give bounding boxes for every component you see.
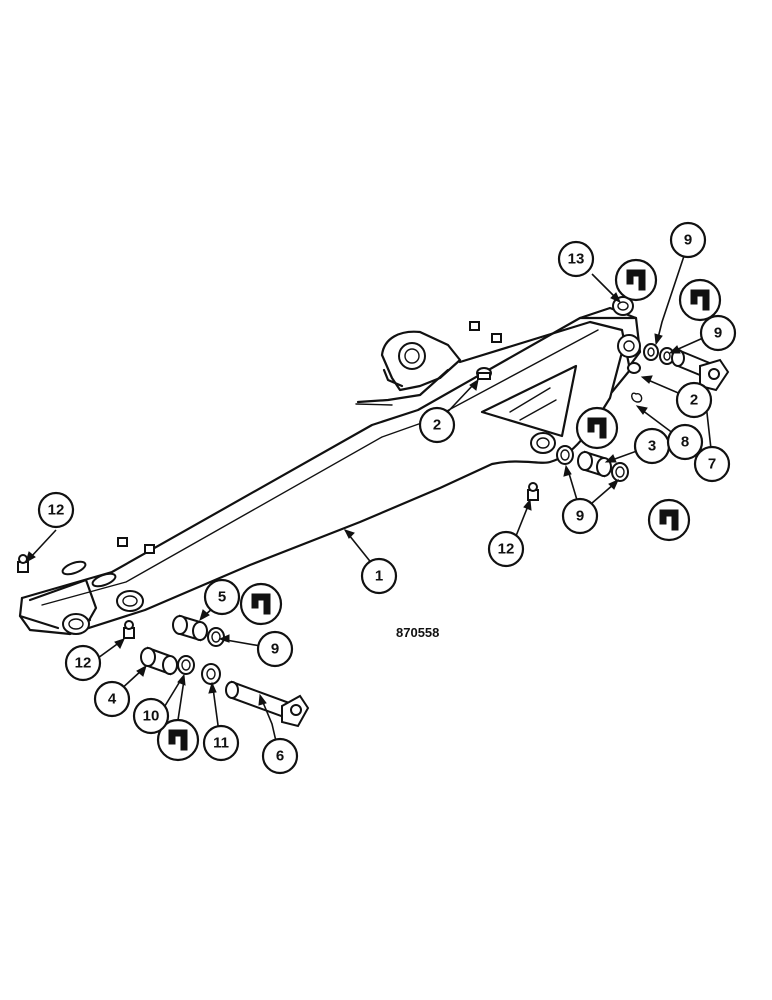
washer-front-11 <box>201 663 221 685</box>
grease-fitting-upper-rear <box>627 362 641 374</box>
bushing-front-5 <box>172 614 208 642</box>
seal-symbols <box>156 258 722 762</box>
parts <box>17 296 730 728</box>
boom-body <box>18 306 642 636</box>
upper-rear-bore <box>617 334 641 358</box>
bushing-front-4 <box>140 646 178 676</box>
callout-8: 8 <box>666 423 704 461</box>
callout-label: 5 <box>218 589 226 606</box>
callout-2: 2 <box>675 381 713 419</box>
callout-label: 2 <box>433 417 441 434</box>
callout-label: 11 <box>213 735 229 752</box>
callout-label: 12 <box>498 541 515 558</box>
grease-fitting-bracket <box>476 367 492 380</box>
callout-9: 9 <box>256 630 294 668</box>
callout-label: 6 <box>276 748 284 765</box>
callout-label: 4 <box>108 691 117 708</box>
front-pin-bore <box>62 613 90 635</box>
callout-11: 11 <box>202 724 240 762</box>
grease-fitting-rear <box>527 482 539 501</box>
seal-symbol-icon <box>678 278 722 322</box>
leader-lines <box>25 243 713 751</box>
shim-rear-foot-right <box>611 462 629 482</box>
callout-12: 12 <box>487 530 525 568</box>
seal-symbol-icon <box>647 498 691 542</box>
shim-front-9 <box>207 627 225 647</box>
callout-label: 9 <box>576 508 584 525</box>
rear-foot-bore <box>530 432 556 454</box>
callout-4: 4 <box>93 680 131 718</box>
pin-front <box>225 680 310 728</box>
callout-label: 12 <box>75 655 92 672</box>
callout-9: 9 <box>699 314 737 352</box>
callout-label: 1 <box>375 568 383 585</box>
callout-9: 9 <box>561 497 599 535</box>
shim-front-10 <box>177 655 195 675</box>
grease-fitting-front-left <box>17 554 29 573</box>
callout-1: 1 <box>360 557 398 595</box>
pin-upper-rear <box>671 348 730 392</box>
seal-symbol-icon <box>614 258 658 302</box>
callout-6: 6 <box>261 737 299 775</box>
callout-label: 9 <box>684 232 692 249</box>
seal-symbol-icon <box>239 582 283 626</box>
callout-12: 12 <box>64 644 102 682</box>
retaining-clip <box>631 392 643 403</box>
seal-symbol-icon <box>575 406 619 450</box>
callout-2: 2 <box>418 406 456 444</box>
callout-label: 3 <box>648 438 656 455</box>
callout-label: 10 <box>143 708 160 725</box>
callout-label: 7 <box>708 456 716 473</box>
callout-9: 9 <box>669 221 707 259</box>
callout-label: 13 <box>568 251 585 268</box>
callout-7: 7 <box>693 445 731 483</box>
callout-3: 3 <box>633 427 671 465</box>
callout-label: 8 <box>681 434 689 451</box>
callout-label: 12 <box>48 502 65 519</box>
shim-upper-rear-a <box>643 343 659 361</box>
grease-fitting-front-bottom <box>123 620 135 639</box>
drawing-number: 870558 <box>396 625 439 640</box>
callout-12: 12 <box>37 491 75 529</box>
callout-label: 9 <box>271 641 279 658</box>
bushing-rear-foot <box>577 450 612 478</box>
side-pin-bore <box>116 590 144 612</box>
callout-label: 2 <box>690 392 698 409</box>
shim-rear-foot-left <box>556 445 574 465</box>
callout-label: 9 <box>714 325 722 342</box>
callout-13: 13 <box>557 240 595 278</box>
callout-5: 5 <box>203 578 241 616</box>
cylinder-bracket-bore <box>398 342 426 370</box>
callout-10: 10 <box>132 697 170 735</box>
